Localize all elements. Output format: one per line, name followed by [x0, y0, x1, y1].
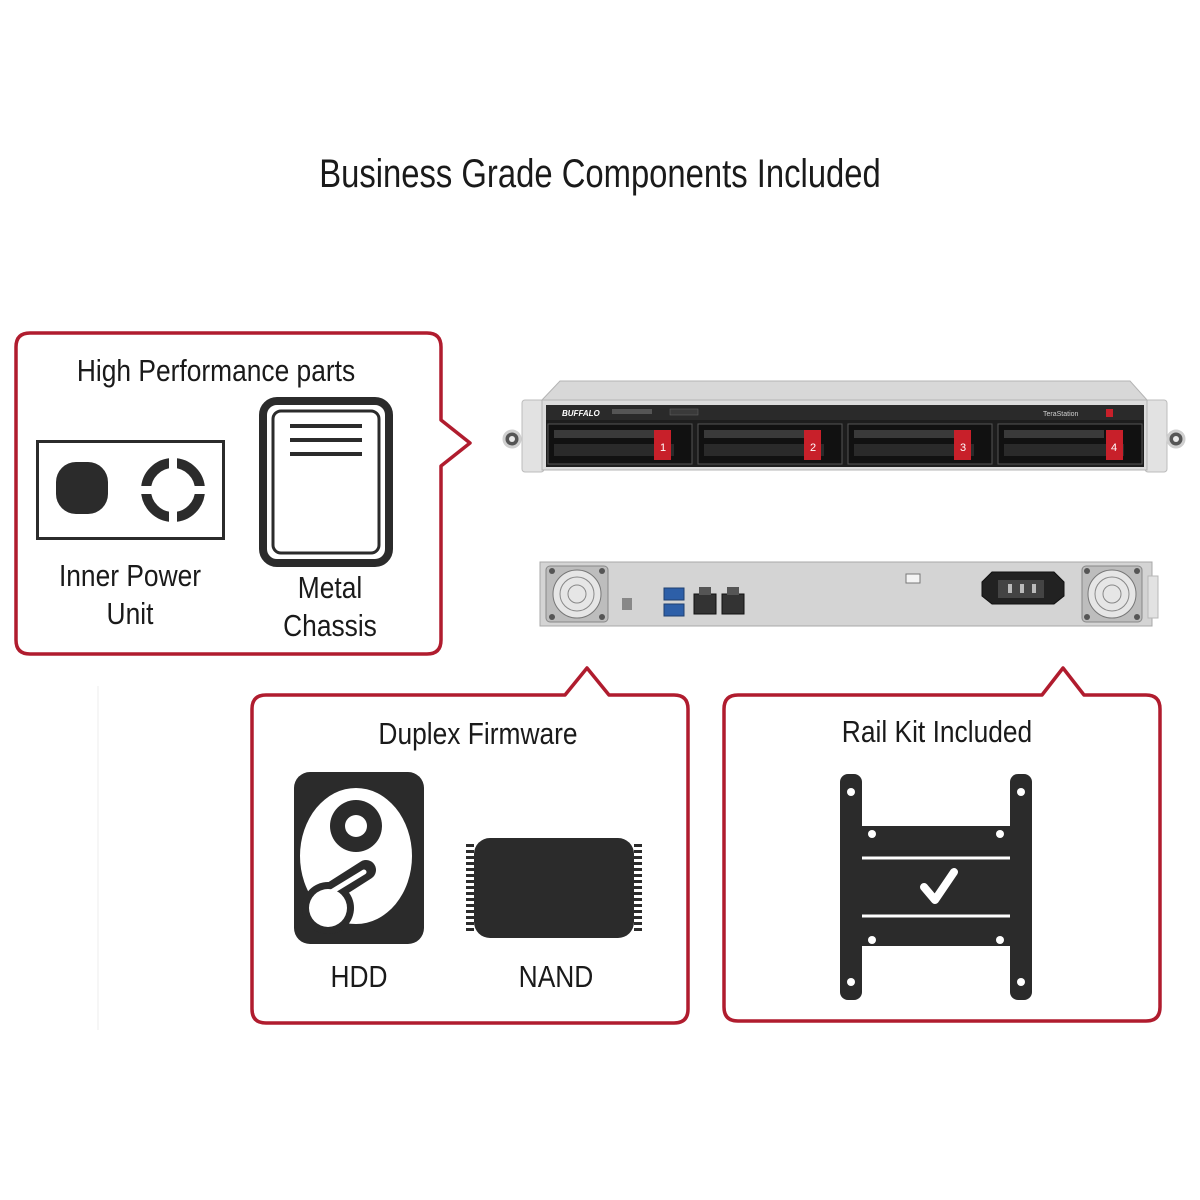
power-unit-icon — [36, 440, 225, 540]
hdd-icon — [294, 772, 424, 944]
rear-fan-right — [1081, 565, 1143, 623]
performance-heading: High Performance parts — [76, 353, 356, 388]
rail-heading: Rail Kit Included — [841, 714, 1033, 749]
hdd-label: HDD — [330, 959, 388, 994]
rear-power-inlet — [981, 571, 1065, 605]
nand-chip-icon — [466, 838, 642, 938]
rear-fan-left — [545, 565, 609, 623]
page-title: Business Grade Components Included — [319, 152, 881, 196]
chassis-label-1: Metal — [297, 570, 363, 605]
bay-2-number: 2 — [810, 442, 816, 454]
power-unit-label-2: Unit — [106, 596, 154, 631]
rail-kit-icon — [840, 774, 1032, 1000]
bay-3-number: 3 — [960, 442, 966, 454]
nas-front-view: BUFFALO TeraStation 1 2 3 4 — [502, 380, 1186, 473]
nand-label: NAND — [518, 959, 594, 994]
bay-4-number: 4 — [1111, 442, 1117, 454]
drive-bays: 1 2 3 4 — [547, 423, 1143, 465]
bay-1-number: 1 — [660, 442, 666, 454]
checkmark-icon — [920, 868, 958, 904]
chassis-icon — [259, 397, 393, 567]
firmware-heading: Duplex Firmware — [378, 716, 578, 751]
device-brand: BUFFALO — [562, 409, 601, 418]
device-model: TeraStation — [1043, 411, 1079, 418]
chassis-label-2: Chassis — [283, 608, 377, 643]
power-unit-label-1: Inner Power — [58, 558, 202, 593]
nas-rear-view — [539, 561, 1159, 627]
